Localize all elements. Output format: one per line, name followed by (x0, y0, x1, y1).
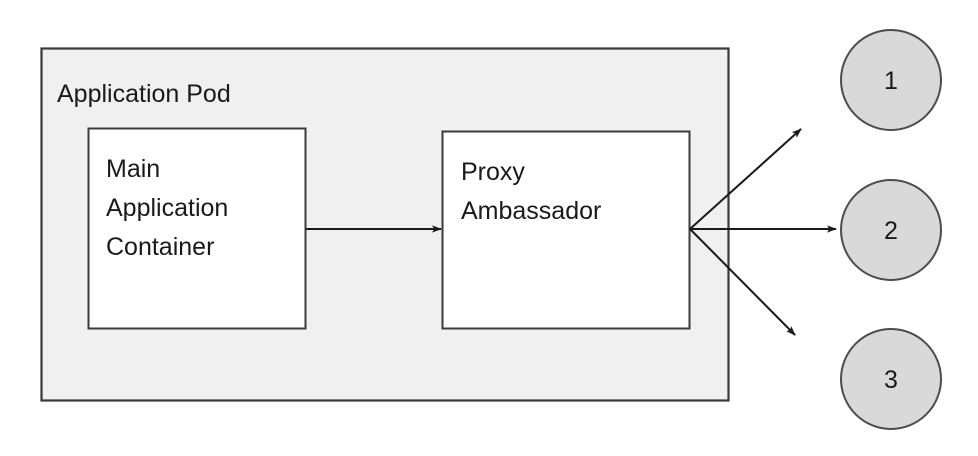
endpoint-circle-2 (840, 179, 942, 281)
main-application-container-line-1: Main (106, 155, 160, 183)
application-pod-label: Application Pod (57, 80, 231, 108)
proxy-to-endpoint-3-arrow (689, 228, 796, 336)
proxy-ambassador-line-1: Proxy (461, 158, 525, 186)
proxy-ambassador-container-box (441, 130, 691, 330)
endpoint-circle-2-label: 2 (884, 217, 898, 245)
proxy-ambassador-line-2: Ambassador (461, 197, 601, 225)
endpoint-circle-3 (840, 328, 942, 430)
endpoint-circle-1-label: 1 (884, 67, 898, 95)
endpoint-circle-3-label: 3 (884, 366, 898, 394)
proxy-to-endpoint-1-arrow (689, 128, 802, 230)
main-application-container-line-3: Container (106, 233, 214, 261)
main-application-container-box (87, 127, 307, 330)
endpoint-circle-1 (840, 29, 942, 131)
main-application-container-line-2: Application (106, 194, 228, 222)
